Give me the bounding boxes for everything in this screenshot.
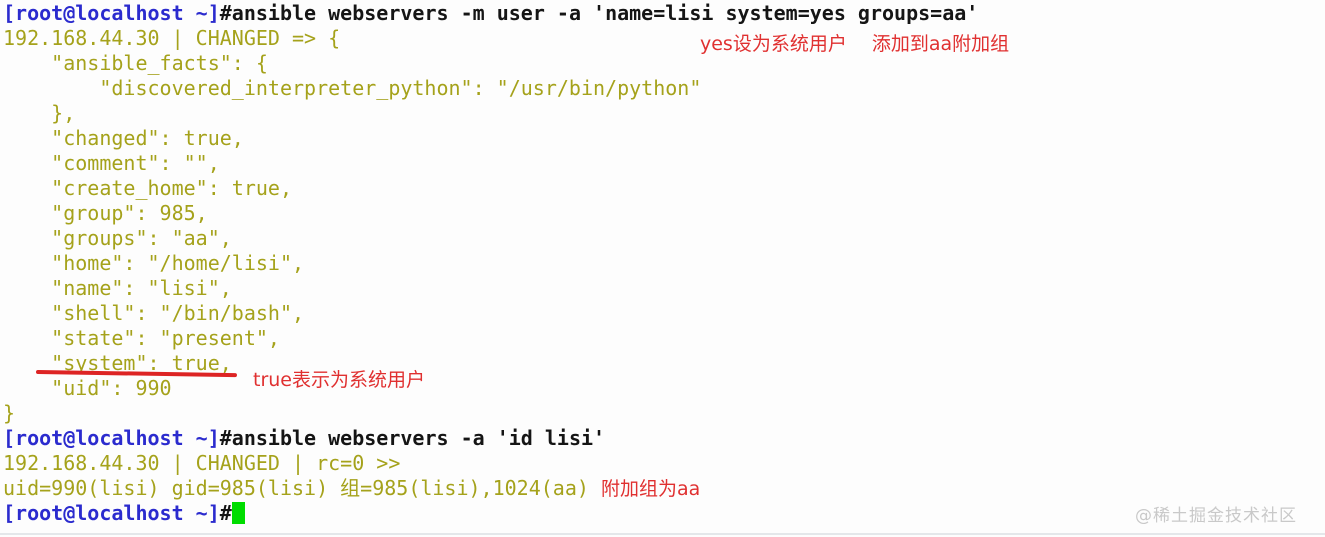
output-text: "name": "lisi", [3, 276, 232, 300]
terminal-line: "uid": 990 [3, 376, 978, 401]
command-text: # [219, 501, 232, 525]
output-text: "comment": "", [3, 151, 220, 175]
bottom-edge-divider [0, 533, 1325, 535]
output-text: "state": "present", [3, 326, 280, 350]
command-text: #ansible webservers -a 'id lisi' [219, 426, 606, 450]
annotation-system-groups-note: yes设为系统用户 添加到aa附加组 [700, 33, 1010, 55]
terminal-cursor [231, 502, 245, 524]
output-text: } [3, 401, 16, 425]
terminal-line: "discovered_interpreter_python": "/usr/b… [3, 76, 978, 101]
output-text: "changed": true, [3, 126, 244, 150]
terminal-line: "name": "lisi", [3, 276, 978, 301]
terminal-line: 192.168.44.30 | CHANGED | rc=0 >> [3, 451, 978, 476]
output-text: "discovered_interpreter_python": "/usr/b… [3, 76, 702, 100]
shell-prompt: [root@localhost ~] [3, 1, 220, 25]
terminal-line: "ansible_facts": { [3, 51, 978, 76]
terminal-line: }, [3, 101, 978, 126]
output-text: uid=990(lisi) gid=985(lisi) 组=985(lisi),… [3, 476, 601, 500]
terminal-line: "home": "/home/lisi", [3, 251, 978, 276]
watermark: @稀土掘金技术社区 [1135, 506, 1297, 526]
terminal-line: "changed": true, [3, 126, 978, 151]
command-text: #ansible webservers -m user -a 'name=lis… [219, 1, 979, 25]
terminal-line: "groups": "aa", [3, 226, 978, 251]
output-text: "group": 985, [3, 201, 208, 225]
terminal-line: uid=990(lisi) gid=985(lisi) 组=985(lisi),… [3, 476, 978, 501]
output-text: "groups": "aa", [3, 226, 232, 250]
terminal-line: "create_home": true, [3, 176, 978, 201]
terminal-line: } [3, 401, 978, 426]
terminal-line: [root@localhost ~]#ansible webservers -a… [3, 426, 978, 451]
terminal-line: 192.168.44.30 | CHANGED => { [3, 26, 978, 51]
output-text: }, [3, 101, 76, 125]
terminal-line: [root@localhost ~]#ansible webservers -m… [3, 1, 978, 26]
shell-prompt: [root@localhost ~] [3, 426, 220, 450]
terminal-line: "group": 985, [3, 201, 978, 226]
terminal-line: [root@localhost ~]# [3, 501, 978, 526]
terminal-output: [root@localhost ~]#ansible webservers -m… [3, 1, 978, 526]
terminal-line: "state": "present", [3, 326, 978, 351]
output-text: "shell": "/bin/bash", [3, 301, 305, 325]
output-text: "create_home": true, [3, 176, 292, 200]
output-text: 192.168.44.30 | CHANGED => { [3, 26, 341, 50]
annotation-system-user-note: true表示为系统用户 [253, 369, 425, 391]
output-text: "home": "/home/lisi", [3, 251, 305, 275]
terminal-line: "comment": "", [3, 151, 978, 176]
output-text: "uid": 990 [3, 376, 172, 400]
shell-prompt: [root@localhost ~] [3, 501, 220, 525]
terminal-line: "shell": "/bin/bash", [3, 301, 978, 326]
inline-annotation: 附加组为aa [600, 478, 701, 500]
output-text: 192.168.44.30 | CHANGED | rc=0 >> [3, 451, 401, 475]
output-text: "ansible_facts": { [3, 51, 268, 75]
